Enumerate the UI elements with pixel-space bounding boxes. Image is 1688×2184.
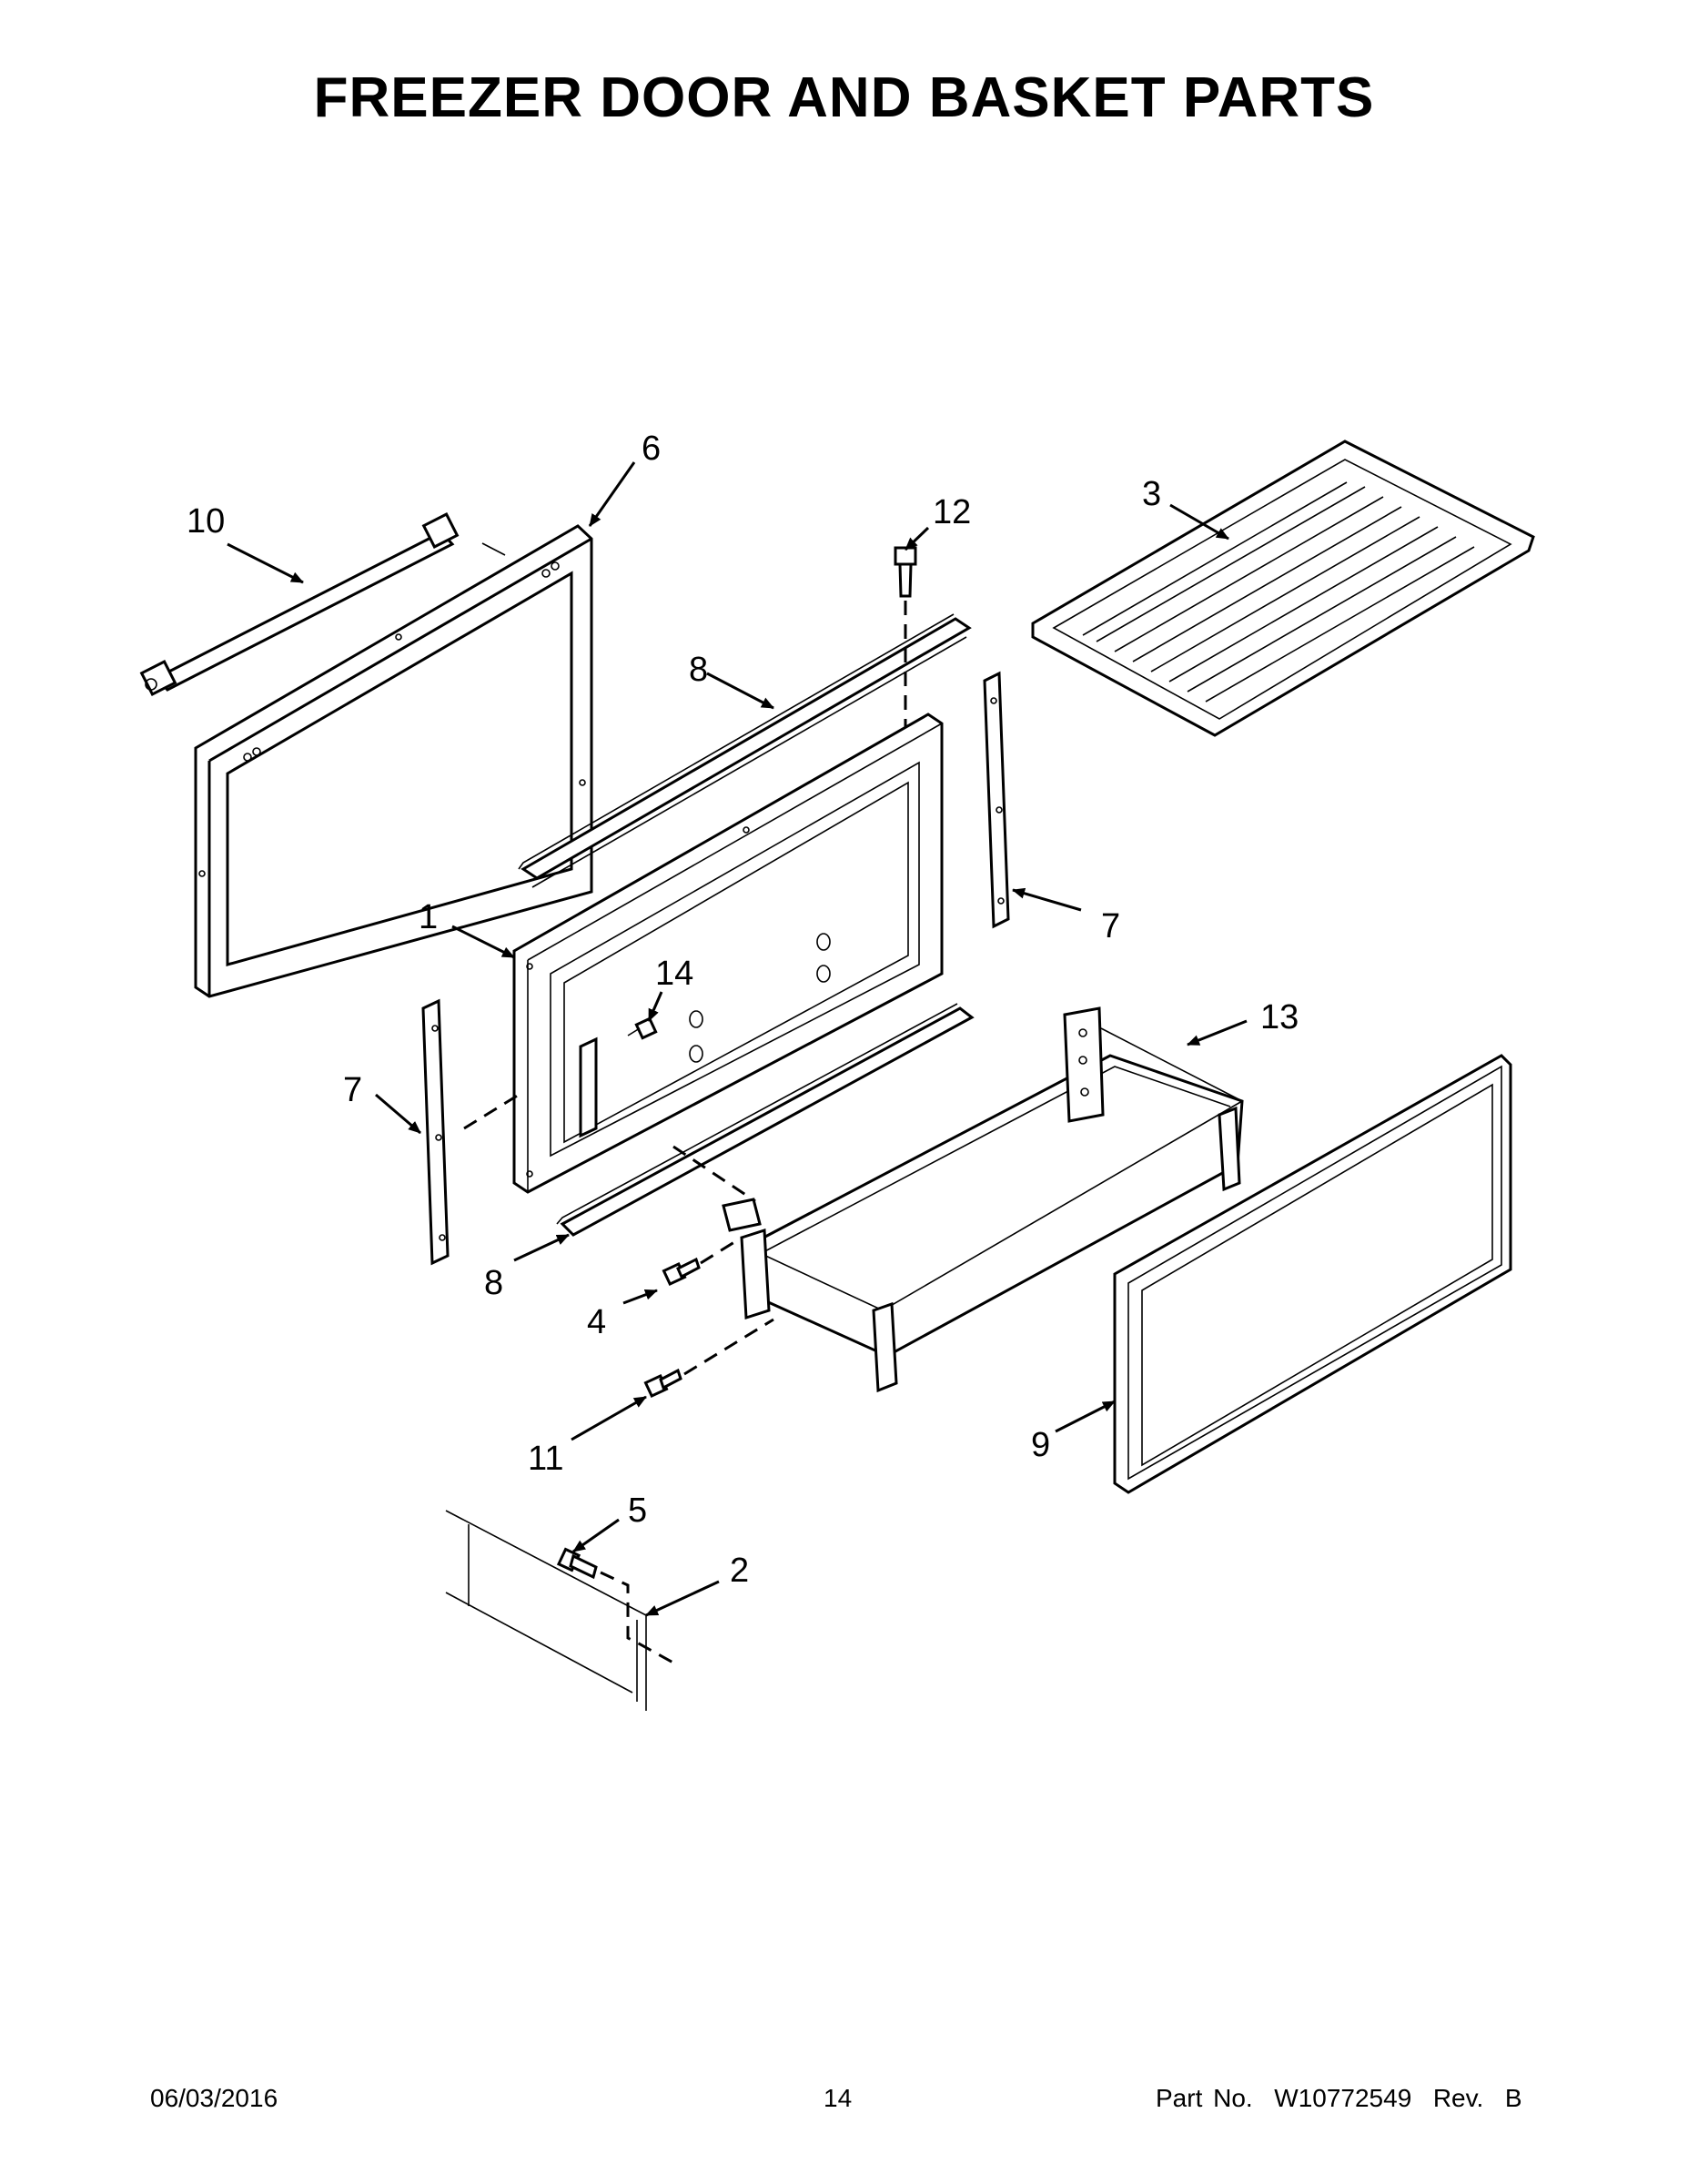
part-8-top-trim-strip	[518, 613, 972, 888]
part-10-handle	[139, 512, 460, 696]
part-11-screw	[643, 1318, 774, 1399]
callout-14: 14	[655, 955, 693, 993]
part-13-basket	[722, 1006, 1244, 1393]
page-title: FREEZER DOOR AND BASKET PARTS	[313, 66, 1375, 129]
callout-8-bottom: 8	[484, 1264, 503, 1302]
part-8-bottom-trim-strip	[556, 1003, 975, 1237]
callout-2: 2	[730, 1552, 749, 1590]
part-1-inner-door-panel	[512, 713, 944, 1194]
part-4-screw	[662, 1236, 743, 1287]
footer-part-number: Part No. W10772549 Rev. B	[1156, 2084, 1522, 2112]
callout-5: 5	[628, 1491, 647, 1530]
callout-8-top: 8	[689, 651, 708, 689]
callout-12: 12	[933, 493, 971, 531]
part-3-basket-tray	[1031, 440, 1535, 737]
footer-date: 06/03/2016	[150, 2084, 278, 2112]
part-5-screw	[556, 1547, 679, 1667]
callout-1: 1	[419, 898, 438, 936]
part-7-lower-side-bracket	[421, 998, 524, 1266]
part-2-bottom-trim	[445, 1510, 647, 1711]
footer-page-number: 14	[824, 2084, 853, 2112]
callout-7-right: 7	[1101, 907, 1120, 945]
part-14-screw	[627, 1016, 658, 1040]
part-7-upper-side-bracket	[983, 671, 1010, 929]
callout-10: 10	[187, 502, 225, 541]
callout-11: 11	[528, 1440, 563, 1478]
callout-4: 4	[587, 1303, 606, 1341]
callout-13: 13	[1260, 998, 1299, 1036]
callout-7-left: 7	[343, 1071, 362, 1109]
callout-3: 3	[1142, 475, 1161, 513]
callout-6: 6	[642, 430, 661, 468]
callout-leaders	[227, 461, 1248, 1617]
callout-9: 9	[1031, 1426, 1050, 1464]
part-9-gasket	[1113, 1054, 1512, 1494]
part-12-screw	[894, 546, 917, 728]
part-6-door-frame	[194, 524, 593, 998]
